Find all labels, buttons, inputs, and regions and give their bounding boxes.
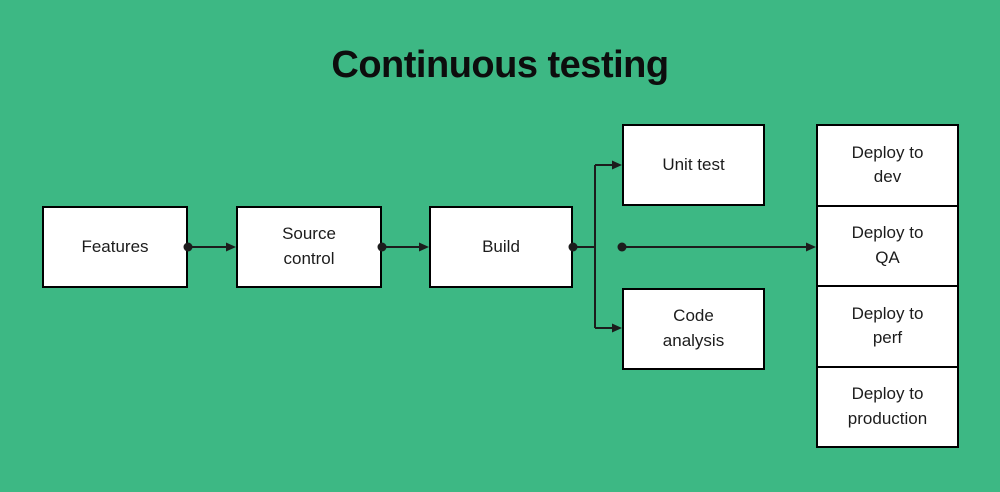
node-deploy-production: Deploy to production: [818, 365, 957, 447]
node-build-label: Build: [482, 236, 520, 256]
node-deploy-perf-label: Deploy to perf: [851, 303, 924, 348]
edge-features-to-source-control: [183, 242, 236, 252]
node-deploy-production-label: Deploy to production: [847, 384, 928, 428]
edge-source-control-to-build: [377, 242, 429, 252]
node-features: Features: [42, 206, 188, 288]
node-unit-test: Unit test: [622, 124, 765, 206]
edge-start-dot: [617, 242, 627, 252]
edge-build-branch: [568, 160, 622, 333]
arrowhead-icon: [226, 242, 236, 252]
node-deploy-dev: Deploy to dev: [818, 126, 957, 205]
node-features-label: Features: [81, 236, 149, 256]
node-build: Build: [429, 206, 573, 288]
node-unit-test-label: Unit test: [662, 154, 725, 174]
node-deploy-qa-label: Deploy to QA: [851, 223, 924, 267]
node-deploy-perf: Deploy to perf: [818, 285, 957, 366]
arrowhead-icon: [612, 323, 622, 333]
node-code-analysis: Code analysis: [622, 288, 765, 370]
arrowhead-icon: [612, 160, 622, 170]
node-deploy-qa: Deploy to QA: [818, 204, 957, 286]
edge-build-to-deploy-qa: [617, 242, 816, 252]
arrowhead-icon: [419, 242, 429, 252]
node-code-analysis-label: Code analysis: [662, 306, 725, 350]
arrowhead-icon: [806, 242, 816, 252]
node-source-control-label: Source control: [282, 224, 336, 268]
node-deploy-dev-label: Deploy to dev: [851, 142, 924, 187]
node-source-control: Source control: [236, 206, 382, 288]
diagram-title: Continuous testing: [331, 44, 669, 86]
deploy-stack: Deploy to dev Deploy to QA Deploy to per…: [816, 124, 959, 448]
